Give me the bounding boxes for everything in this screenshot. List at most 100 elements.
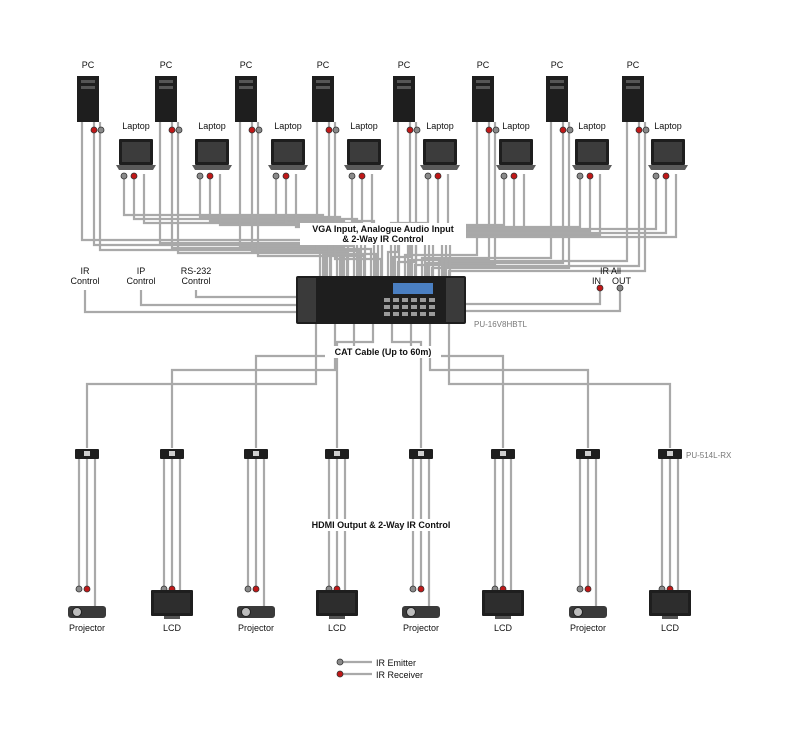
laptop-base <box>268 165 308 170</box>
pc-cable-3-1 <box>238 122 356 278</box>
laptop-base <box>496 165 536 170</box>
laptop-base <box>420 165 460 170</box>
laptop-ir-emitter-dot <box>120 172 128 180</box>
laptop-ir-receiver-dot <box>282 172 290 180</box>
matrix-key <box>384 298 390 302</box>
projector-lens <box>72 607 82 617</box>
legend-emitter-dot <box>336 658 344 666</box>
laptop-ir-receiver-dot <box>662 172 670 180</box>
pc-drive-bay <box>626 86 640 89</box>
receiver-ir-receiver-dot <box>417 585 425 593</box>
pc-drive-bay <box>239 80 253 83</box>
receiver-ir-receiver-dot <box>252 585 260 593</box>
laptop-ir-receiver-dot <box>130 172 138 180</box>
receiver-ir-receiver-dot <box>584 585 592 593</box>
laptop-display <box>274 142 302 162</box>
ir-all-out-label: OUT <box>612 276 631 286</box>
laptop-ir-receiver-dot <box>358 172 366 180</box>
lcd-screen <box>485 593 521 613</box>
lcd-stand <box>329 616 345 619</box>
laptop-ir-emitter-dot <box>424 172 432 180</box>
matrix-key <box>384 305 390 309</box>
matrix-key <box>393 312 399 316</box>
ir-all-label: IR All <box>600 266 622 276</box>
display-label-2: LCD <box>162 623 182 633</box>
ir-control-cable <box>83 290 300 314</box>
receiver-port <box>84 451 90 456</box>
laptop-display <box>654 142 682 162</box>
projector-lens <box>573 607 583 617</box>
laptop-ir-emitter-dot <box>196 172 204 180</box>
display-label-6: LCD <box>493 623 513 633</box>
pc-label-7: PC <box>550 60 564 70</box>
pc-ir-emitter-dot <box>97 126 105 134</box>
ir-all-in-label: IN <box>592 276 601 286</box>
pc-drive-bay <box>550 80 564 83</box>
laptop-base <box>192 165 232 170</box>
pc-label-8: PC <box>626 60 640 70</box>
receiver-port <box>253 451 259 456</box>
display-label-4: LCD <box>327 623 347 633</box>
matrix-key <box>393 298 399 302</box>
laptop-ir-receiver-dot <box>586 172 594 180</box>
input-caption-line1: VGA Input, Analogue Audio Input <box>312 224 454 234</box>
laptop-label-7: Laptop <box>578 121 606 131</box>
ir-control-label: IR Control <box>70 266 99 286</box>
laptop-label-3: Laptop <box>274 121 302 131</box>
pc-ir-emitter-dot <box>175 126 183 134</box>
pc-drive-bay <box>81 86 95 89</box>
pc-ir-emitter-dot <box>492 126 500 134</box>
receiver-model-label: PU-514L-RX <box>686 451 732 460</box>
laptop-ir-receiver-dot <box>510 172 518 180</box>
cat-cable-1 <box>85 322 318 448</box>
laptop-ir-emitter-dot <box>576 172 584 180</box>
pc-drive-bay <box>476 86 490 89</box>
pc-cable-8-2 <box>442 122 641 278</box>
laptop-label-1: Laptop <box>122 121 150 131</box>
display-label-5: Projector <box>402 623 440 633</box>
lcd-stand <box>495 616 511 619</box>
laptop-ir-emitter-dot <box>652 172 660 180</box>
pc-drive-bay <box>476 80 490 83</box>
legend-ir-receiver-label: IR Receiver <box>376 670 424 680</box>
ir-all-out-cable <box>462 290 622 313</box>
matrix-key <box>420 305 426 309</box>
laptop-label-8: Laptop <box>654 121 682 131</box>
pc-ir-receiver-dot <box>248 126 256 134</box>
matrix-key <box>393 305 399 309</box>
pc-ir-emitter-dot <box>332 126 340 134</box>
ir-all-in-cable <box>462 290 602 306</box>
matrix-key <box>402 305 408 309</box>
display-label-7: Projector <box>569 623 607 633</box>
matrix-key <box>420 312 426 316</box>
pc-drive-bay <box>239 86 253 89</box>
matrix-key <box>420 298 426 302</box>
pc-ir-receiver-dot <box>168 126 176 134</box>
pc-cable-7-2 <box>425 122 565 278</box>
lcd-stand <box>164 616 180 619</box>
laptop-base <box>116 165 156 170</box>
matrix-key <box>411 305 417 309</box>
pc-cable-7-1 <box>420 122 553 278</box>
pc-cable-4-2 <box>327 122 378 278</box>
receiver-port <box>418 451 424 456</box>
lcd-stand <box>662 616 678 619</box>
ir-control-line1: IR <box>80 266 90 276</box>
laptop-cable-2-1 <box>198 174 342 278</box>
matrix-key <box>429 312 435 316</box>
laptop-ir-receiver-dot <box>434 172 442 180</box>
display-label-8: LCD <box>660 623 680 633</box>
pc-label-3: PC <box>239 60 253 70</box>
ip-control-cable <box>139 290 300 307</box>
pc-drive-bay <box>159 86 173 89</box>
laptop-display <box>578 142 606 162</box>
pc-ir-emitter-dot <box>413 126 421 134</box>
laptop-cable-8-3 <box>448 174 678 278</box>
ir-control-line2: Control <box>70 276 100 286</box>
hdmi-caption: HDMI Output & 2-Way IR Control <box>298 519 464 531</box>
laptop-label-5: Laptop <box>426 121 454 131</box>
pc-cable-1-1 <box>80 122 322 278</box>
matrix-key <box>411 312 417 316</box>
matrix-model-label: PU-16V8HBTL <box>474 320 527 329</box>
laptop-label-4: Laptop <box>350 121 378 131</box>
